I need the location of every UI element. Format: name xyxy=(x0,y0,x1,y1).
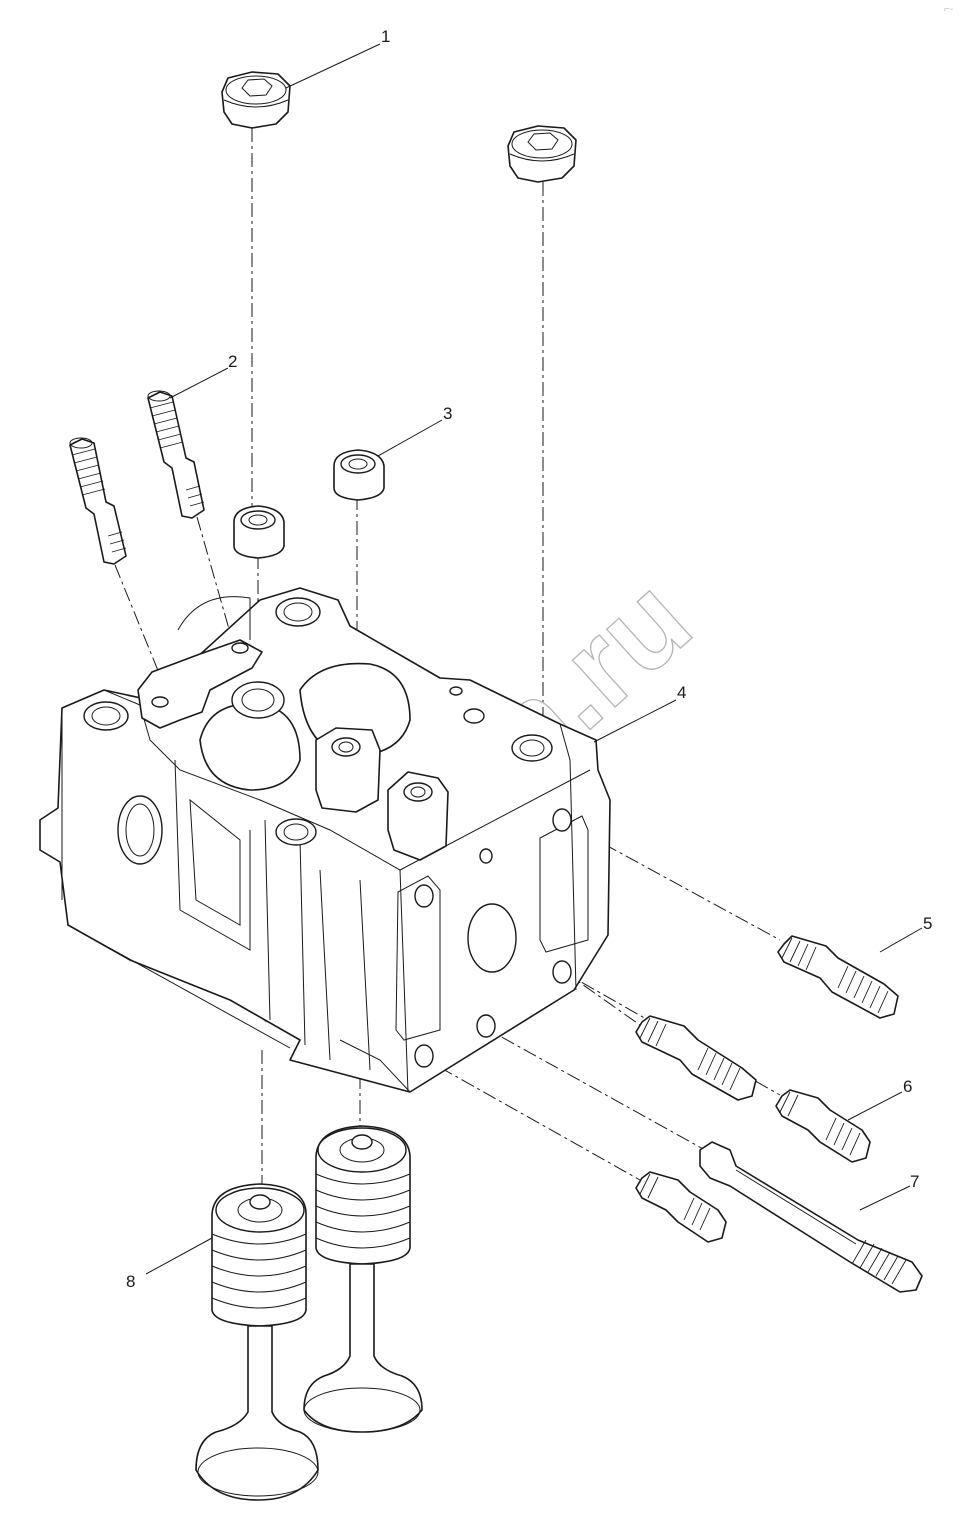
callout-8: 8 xyxy=(126,1272,135,1291)
stud-6-long xyxy=(635,1015,757,1101)
stud-6-short xyxy=(775,1089,871,1163)
corner-mark: ⌐- xyxy=(944,4,953,15)
callout-2: 2 xyxy=(228,352,237,371)
valve-seal-upper xyxy=(333,449,385,501)
callout-7: 7 xyxy=(910,1172,919,1191)
hex-plug-right xyxy=(507,125,577,183)
callout-4: 4 xyxy=(677,683,686,702)
callout-5: 5 xyxy=(923,914,932,933)
callout-1: 1 xyxy=(381,27,390,46)
callout-3: 3 xyxy=(443,404,452,423)
callouts: 1 2 3 4 5 6 7 8 xyxy=(126,27,932,1291)
stud-5 xyxy=(777,935,899,1019)
leader-lines xyxy=(145,43,923,1275)
cylinder-head xyxy=(39,587,611,1093)
stud-lower xyxy=(69,437,127,565)
valve-assembly-right xyxy=(303,1125,423,1433)
callout-6: 6 xyxy=(903,1077,912,1096)
valve-assembly-left xyxy=(195,1183,319,1501)
stud-6-bottom xyxy=(635,1171,727,1243)
valve-seal-lower xyxy=(233,505,285,559)
long-bolt-7 xyxy=(699,1141,923,1293)
stud-upper xyxy=(147,390,205,519)
hex-plug-left xyxy=(221,71,291,129)
